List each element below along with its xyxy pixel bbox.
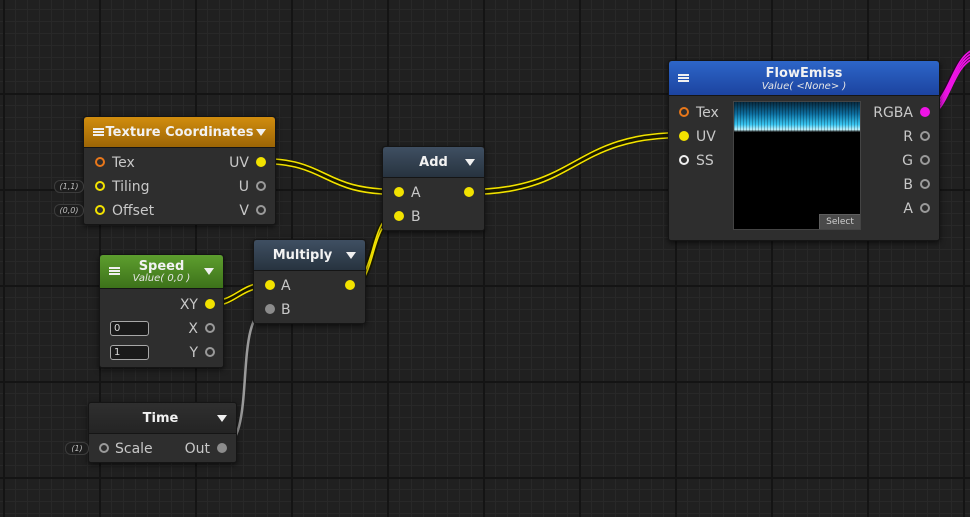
port-label: A xyxy=(903,201,913,217)
port-label: XY xyxy=(179,297,198,313)
port-label: G xyxy=(902,153,913,169)
menu-icon[interactable] xyxy=(678,74,689,82)
y-value-field[interactable]: 1 xyxy=(110,345,149,360)
wire-add-out-to-flowemiss-uv[interactable] xyxy=(464,131,688,196)
port-label: B xyxy=(411,209,421,225)
output-port-a[interactable] xyxy=(920,203,930,213)
port-label: V xyxy=(239,203,249,219)
port-label: B xyxy=(903,177,913,193)
port-label: Tiling xyxy=(112,179,150,195)
input-port-tiling[interactable] xyxy=(95,181,105,191)
chevron-down-icon[interactable] xyxy=(204,268,214,275)
port-label: B xyxy=(281,302,291,318)
node-multiply[interactable]: Multiply A B xyxy=(253,239,366,324)
node-title: Texture Coordinates xyxy=(105,125,254,140)
node-add[interactable]: Add A B xyxy=(382,146,485,231)
node-header[interactable]: Time xyxy=(89,403,236,434)
node-title: Add xyxy=(419,155,448,170)
input-port-tex[interactable] xyxy=(95,157,105,167)
input-port-offset[interactable] xyxy=(95,205,105,215)
node-title: Multiply xyxy=(272,248,333,263)
node-subtitle: Value( 0,0 ) xyxy=(132,273,191,284)
offset-default-chip[interactable]: (0,0) xyxy=(54,204,84,217)
node-texture-coordinates[interactable]: Texture Coordinates Tex Tiling Offset UV… xyxy=(83,116,276,225)
field-label: X xyxy=(188,321,198,337)
input-port-a[interactable] xyxy=(265,280,275,290)
chevron-down-icon[interactable] xyxy=(256,129,266,136)
port-label: RGBA xyxy=(873,105,913,121)
input-port-tex[interactable] xyxy=(679,107,689,117)
port-label: R xyxy=(903,129,913,145)
chevron-down-icon[interactable] xyxy=(465,159,475,166)
node-header[interactable]: Speed Value( 0,0 ) xyxy=(100,255,223,289)
field-port-y[interactable] xyxy=(205,347,215,357)
port-label: A xyxy=(411,185,421,201)
x-value-field[interactable]: 0 xyxy=(110,321,149,336)
port-label: UV xyxy=(229,155,249,171)
node-header[interactable]: Multiply xyxy=(254,240,365,271)
menu-icon[interactable] xyxy=(93,128,104,136)
texture-preview[interactable]: Select xyxy=(733,101,861,230)
port-label: Scale xyxy=(115,441,153,457)
input-port-uv[interactable] xyxy=(679,131,689,141)
input-port-ss[interactable] xyxy=(679,155,689,165)
input-port-b[interactable] xyxy=(265,304,275,314)
input-port-b[interactable] xyxy=(394,211,404,221)
output-port-uv[interactable] xyxy=(256,157,266,167)
select-texture-button[interactable]: Select xyxy=(819,214,860,229)
output-port[interactable] xyxy=(464,187,474,197)
node-header[interactable]: FlowEmiss Value( <None> ) xyxy=(669,61,939,96)
input-port-a[interactable] xyxy=(394,187,404,197)
port-label: Tex xyxy=(696,105,719,121)
field-label: Y xyxy=(189,345,198,361)
node-time[interactable]: Time Scale Out xyxy=(88,402,237,463)
port-label: Offset xyxy=(112,203,155,219)
node-speed[interactable]: Speed Value( 0,0 ) XY 0 X 1 Y xyxy=(99,254,224,368)
node-title: Speed xyxy=(138,259,185,274)
wire-texcoords-uv-to-add-a[interactable] xyxy=(256,157,402,196)
output-port-rgba[interactable] xyxy=(920,107,930,117)
output-port-out[interactable] xyxy=(217,443,227,453)
port-label: SS xyxy=(696,153,714,169)
output-port-r[interactable] xyxy=(920,131,930,141)
node-title: Time xyxy=(142,411,179,426)
field-port-x[interactable] xyxy=(205,323,215,333)
port-label: A xyxy=(281,278,291,294)
output-port-u[interactable] xyxy=(256,181,266,191)
port-label: Out xyxy=(184,441,210,457)
output-port-v[interactable] xyxy=(256,205,266,215)
node-flowemiss[interactable]: FlowEmiss Value( <None> ) Tex UV SS Sele… xyxy=(668,60,940,241)
menu-icon[interactable] xyxy=(109,267,120,275)
input-port-scale[interactable] xyxy=(99,443,109,453)
node-header[interactable]: Texture Coordinates xyxy=(84,117,275,148)
texture-preview-image xyxy=(734,102,860,132)
port-label: UV xyxy=(696,129,716,145)
port-label: U xyxy=(238,179,249,195)
node-subtitle: Value( <None> ) xyxy=(761,81,847,92)
tiling-default-chip[interactable]: (1,1) xyxy=(54,180,84,193)
output-port-g[interactable] xyxy=(920,155,930,165)
chevron-down-icon[interactable] xyxy=(217,415,227,422)
scale-default-chip[interactable]: (1) xyxy=(65,442,89,455)
port-label: Tex xyxy=(112,155,135,171)
node-header[interactable]: Add xyxy=(383,147,484,178)
output-port[interactable] xyxy=(345,280,355,290)
node-title: FlowEmiss xyxy=(765,66,843,81)
chevron-down-icon[interactable] xyxy=(346,252,356,259)
output-port-b[interactable] xyxy=(920,179,930,189)
output-port-xy[interactable] xyxy=(205,299,215,309)
